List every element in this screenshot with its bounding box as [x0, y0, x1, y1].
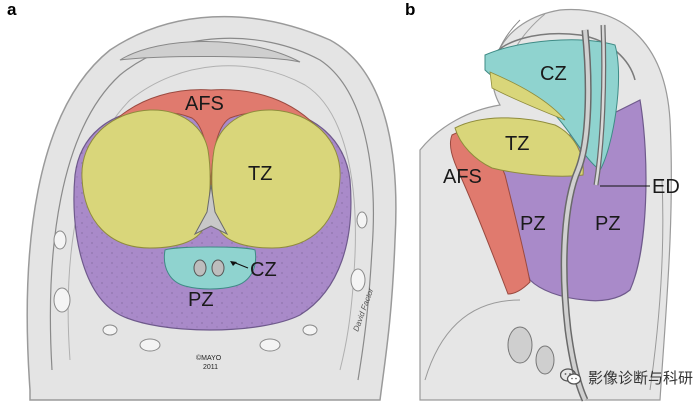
panel-a-label-tz: TZ: [248, 163, 272, 185]
panel-a-tz-right-lobe: [211, 109, 341, 249]
panel-a-label-cz: CZ: [250, 259, 277, 281]
panel-a-ejaculatory-duct-right: [211, 259, 225, 277]
panel-a-afs-region: [109, 89, 316, 186]
panel-b-label-afs: AFS: [443, 166, 482, 188]
panel-a-section: AFS TZ CZ PZ ©MAYO 2011 David Factor: [26, 15, 397, 401]
panel-b-label-pz-left: PZ: [520, 213, 546, 235]
panel-a-label-afs: AFS: [185, 93, 224, 115]
panel-a-ejaculatory-duct-left: [193, 259, 207, 277]
panel-b-section: CZ TZ AFS PZ PZ ED: [419, 8, 680, 402]
panel-a-label-pz: PZ: [188, 289, 214, 311]
panel-b-tz-region: [454, 117, 584, 177]
panel-b-label-ed: ED: [652, 176, 680, 198]
wechat-icon: [560, 368, 582, 385]
panel-b-label-tz: TZ: [505, 133, 529, 155]
panel-a-credit-line2: 2011: [203, 364, 218, 371]
panel-a-tz-left-lobe: [81, 109, 211, 249]
panel-b-label-pz-right: PZ: [595, 213, 621, 235]
panel-a-letter: a: [7, 0, 17, 19]
panel-a-urethra: [193, 184, 229, 236]
panel-a-cz-region: [163, 246, 257, 290]
panel-a-credit-line1: ©MAYO: [196, 354, 222, 362]
watermark: 影像诊断与科研: [560, 366, 693, 388]
watermark-text: 影像诊断与科研: [588, 368, 693, 387]
panel-b-letter: b: [405, 0, 416, 19]
panel-b-label-cz: CZ: [540, 63, 567, 85]
